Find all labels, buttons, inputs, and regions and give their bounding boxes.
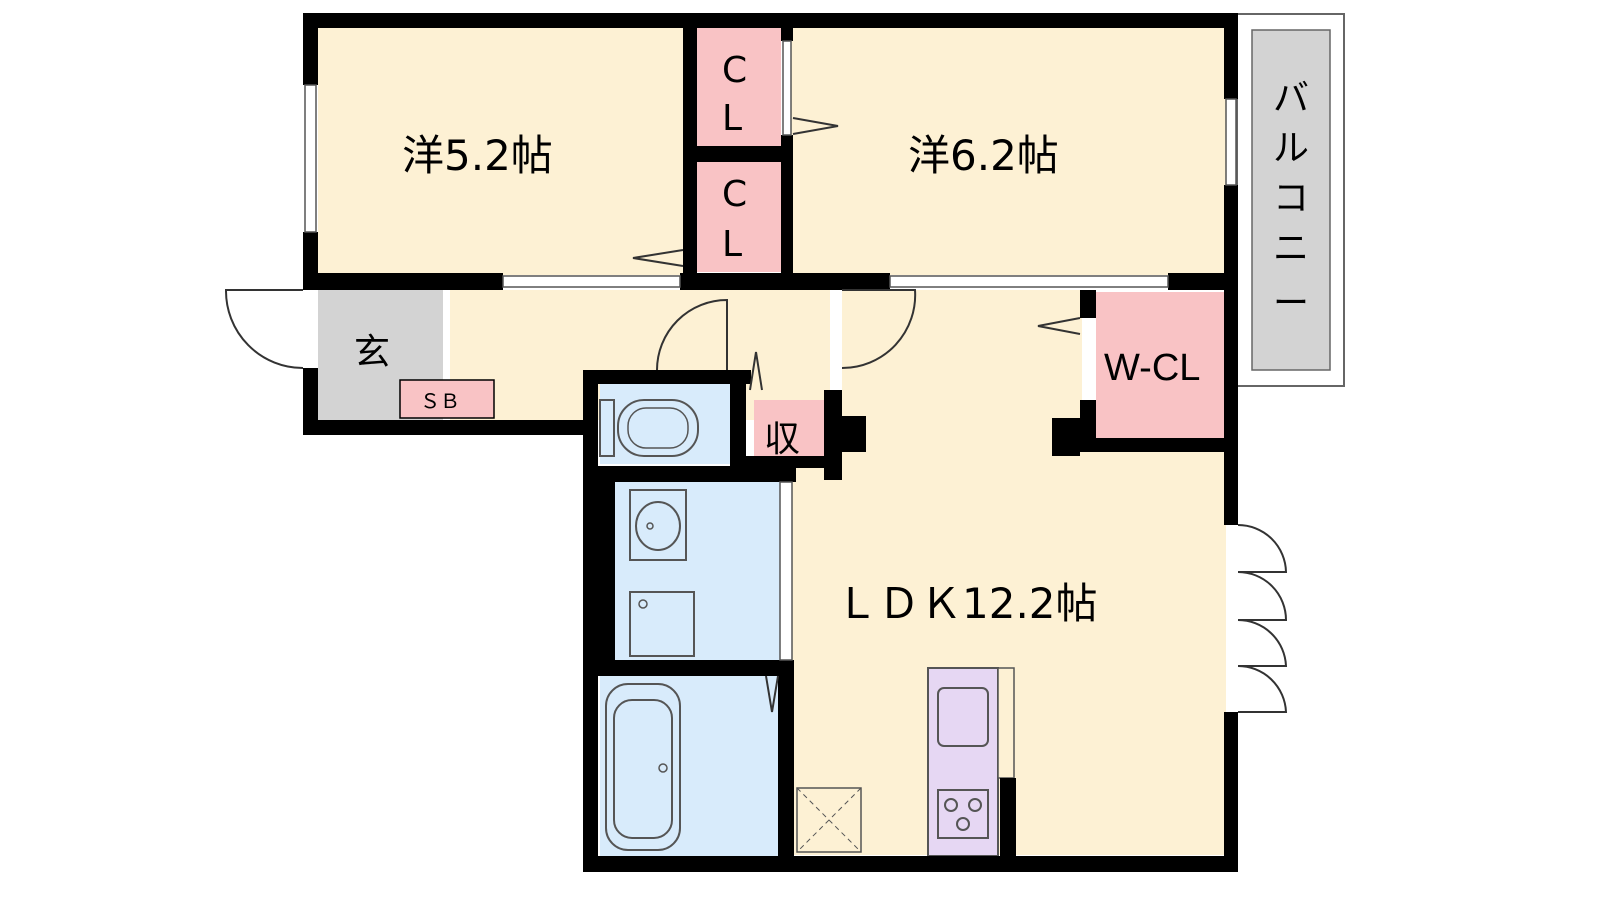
toilet-room bbox=[600, 384, 730, 464]
closet-upper-c-label: C bbox=[722, 50, 747, 91]
kitchen-wall-stub bbox=[1000, 778, 1016, 856]
closet-lower-l-label: L bbox=[722, 224, 742, 265]
closet-upper-l-label: L bbox=[722, 98, 742, 139]
storage bbox=[754, 400, 824, 458]
balcony-char-3: コ bbox=[1273, 178, 1309, 219]
walk-in-closet-label: W-CL bbox=[1104, 347, 1200, 389]
toilet-tank bbox=[599, 399, 615, 457]
washbasin-drain bbox=[646, 522, 654, 530]
toilet-seat bbox=[627, 407, 689, 449]
shoe-box bbox=[399, 379, 495, 419]
western-room-a-label: 洋5.2帖 bbox=[402, 131, 553, 180]
stove bbox=[937, 789, 989, 839]
balcony-char-4: ニ bbox=[1273, 228, 1309, 269]
windows bbox=[304, 40, 1237, 661]
ldk-upper-floor bbox=[842, 290, 1082, 465]
washbasin-bowl bbox=[635, 501, 681, 551]
doors bbox=[224, 117, 1288, 713]
stove-burner-left bbox=[944, 798, 958, 812]
washbasin-counter bbox=[629, 489, 687, 561]
kitchen-backsplash bbox=[997, 667, 1015, 779]
toilet-bowl bbox=[617, 399, 699, 457]
closet-lower-c-label: C bbox=[722, 174, 747, 215]
closet-upper bbox=[697, 28, 781, 146]
room-western-b-floor bbox=[790, 28, 1226, 275]
stove-burner-right bbox=[968, 798, 982, 812]
entrance-label: 玄 bbox=[354, 332, 390, 373]
balcony-char-2: ル bbox=[1273, 128, 1309, 169]
stove-burner-center bbox=[956, 817, 970, 831]
storage-label: 収 bbox=[764, 419, 800, 460]
kitchen-counter bbox=[927, 667, 999, 857]
bathtub-inner bbox=[613, 699, 673, 839]
washer-space bbox=[629, 591, 695, 657]
walk-in-closet bbox=[1096, 292, 1226, 438]
balcony-floor bbox=[1251, 29, 1331, 371]
washroom bbox=[615, 482, 780, 664]
western-room-b-label: 洋6.2帖 bbox=[908, 131, 1059, 180]
washer-drain bbox=[638, 599, 648, 609]
fridge-cross-b bbox=[796, 787, 862, 853]
balcony-char-5: ー bbox=[1273, 283, 1309, 324]
bathtub-drain bbox=[658, 763, 668, 773]
room-western-a-floor bbox=[318, 28, 686, 275]
closet-lower bbox=[697, 162, 781, 272]
bathroom bbox=[600, 676, 780, 856]
bathtub bbox=[605, 683, 681, 851]
walls bbox=[303, 13, 1238, 872]
shoe-box-label: ＳＢ bbox=[420, 389, 460, 413]
balcony-char-1: バ bbox=[1273, 78, 1309, 119]
kitchen-sink bbox=[937, 687, 989, 747]
fridge-space bbox=[796, 787, 862, 853]
ldk-label: ＬＤＫ12.2帖 bbox=[836, 579, 1098, 628]
